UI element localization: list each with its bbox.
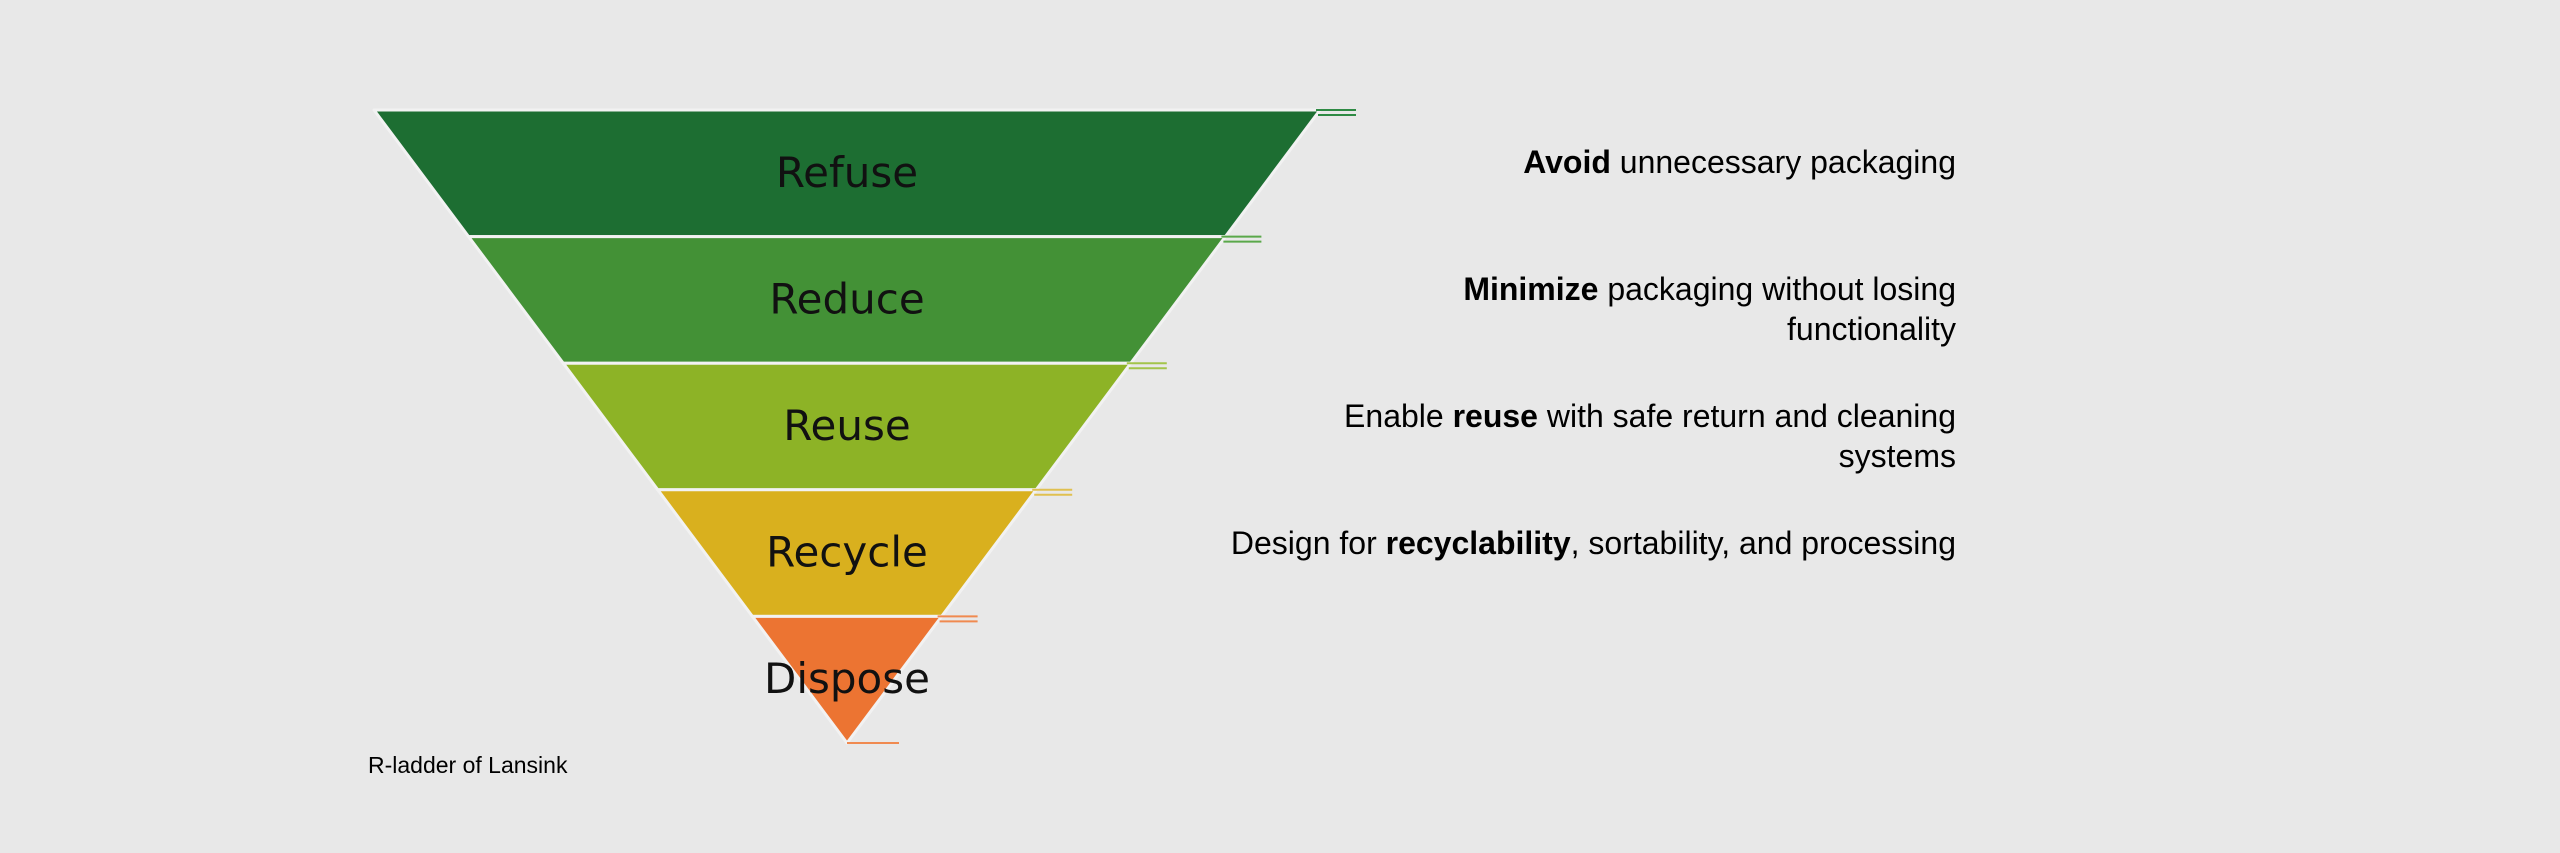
ladder-label-refuse: Refuse [776,148,918,197]
description-minimize: Minimize packaging without losing functi… [1336,269,1956,349]
description-recyclability-pre: Design for [1230,525,1386,561]
ladder-label-recycle: Recycle [766,528,928,577]
description-avoid: Avoid unnecessary packaging [1076,142,1956,182]
description-reuse-bold: reuse [1452,398,1538,434]
description-reuse: Enable reuse with safe return and cleani… [1296,396,1956,476]
description-minimize-post: packaging without losing functionality [1598,271,1956,347]
description-recyclability-post: , sortability, and processing [1570,525,1956,561]
description-avoid-post: unnecessary packaging [1610,144,1956,180]
ladder-label-reuse: Reuse [783,401,910,450]
description-avoid-bold: Avoid [1523,144,1611,180]
ladder-label-reduce: Reduce [769,274,924,323]
description-reuse-post: with safe return and cleaning systems [1537,398,1956,474]
caption: R-ladder of Lansink [368,752,568,778]
description-reuse-pre: Enable [1344,398,1453,434]
ladder-label-dispose: Dispose [764,654,930,703]
description-recyclability: Design for recyclability, sortability, a… [1076,523,1956,563]
ladder-layer-dispose [750,614,944,745]
description-recyclability-bold: recyclability [1385,525,1571,561]
description-minimize-bold: Minimize [1463,271,1599,307]
